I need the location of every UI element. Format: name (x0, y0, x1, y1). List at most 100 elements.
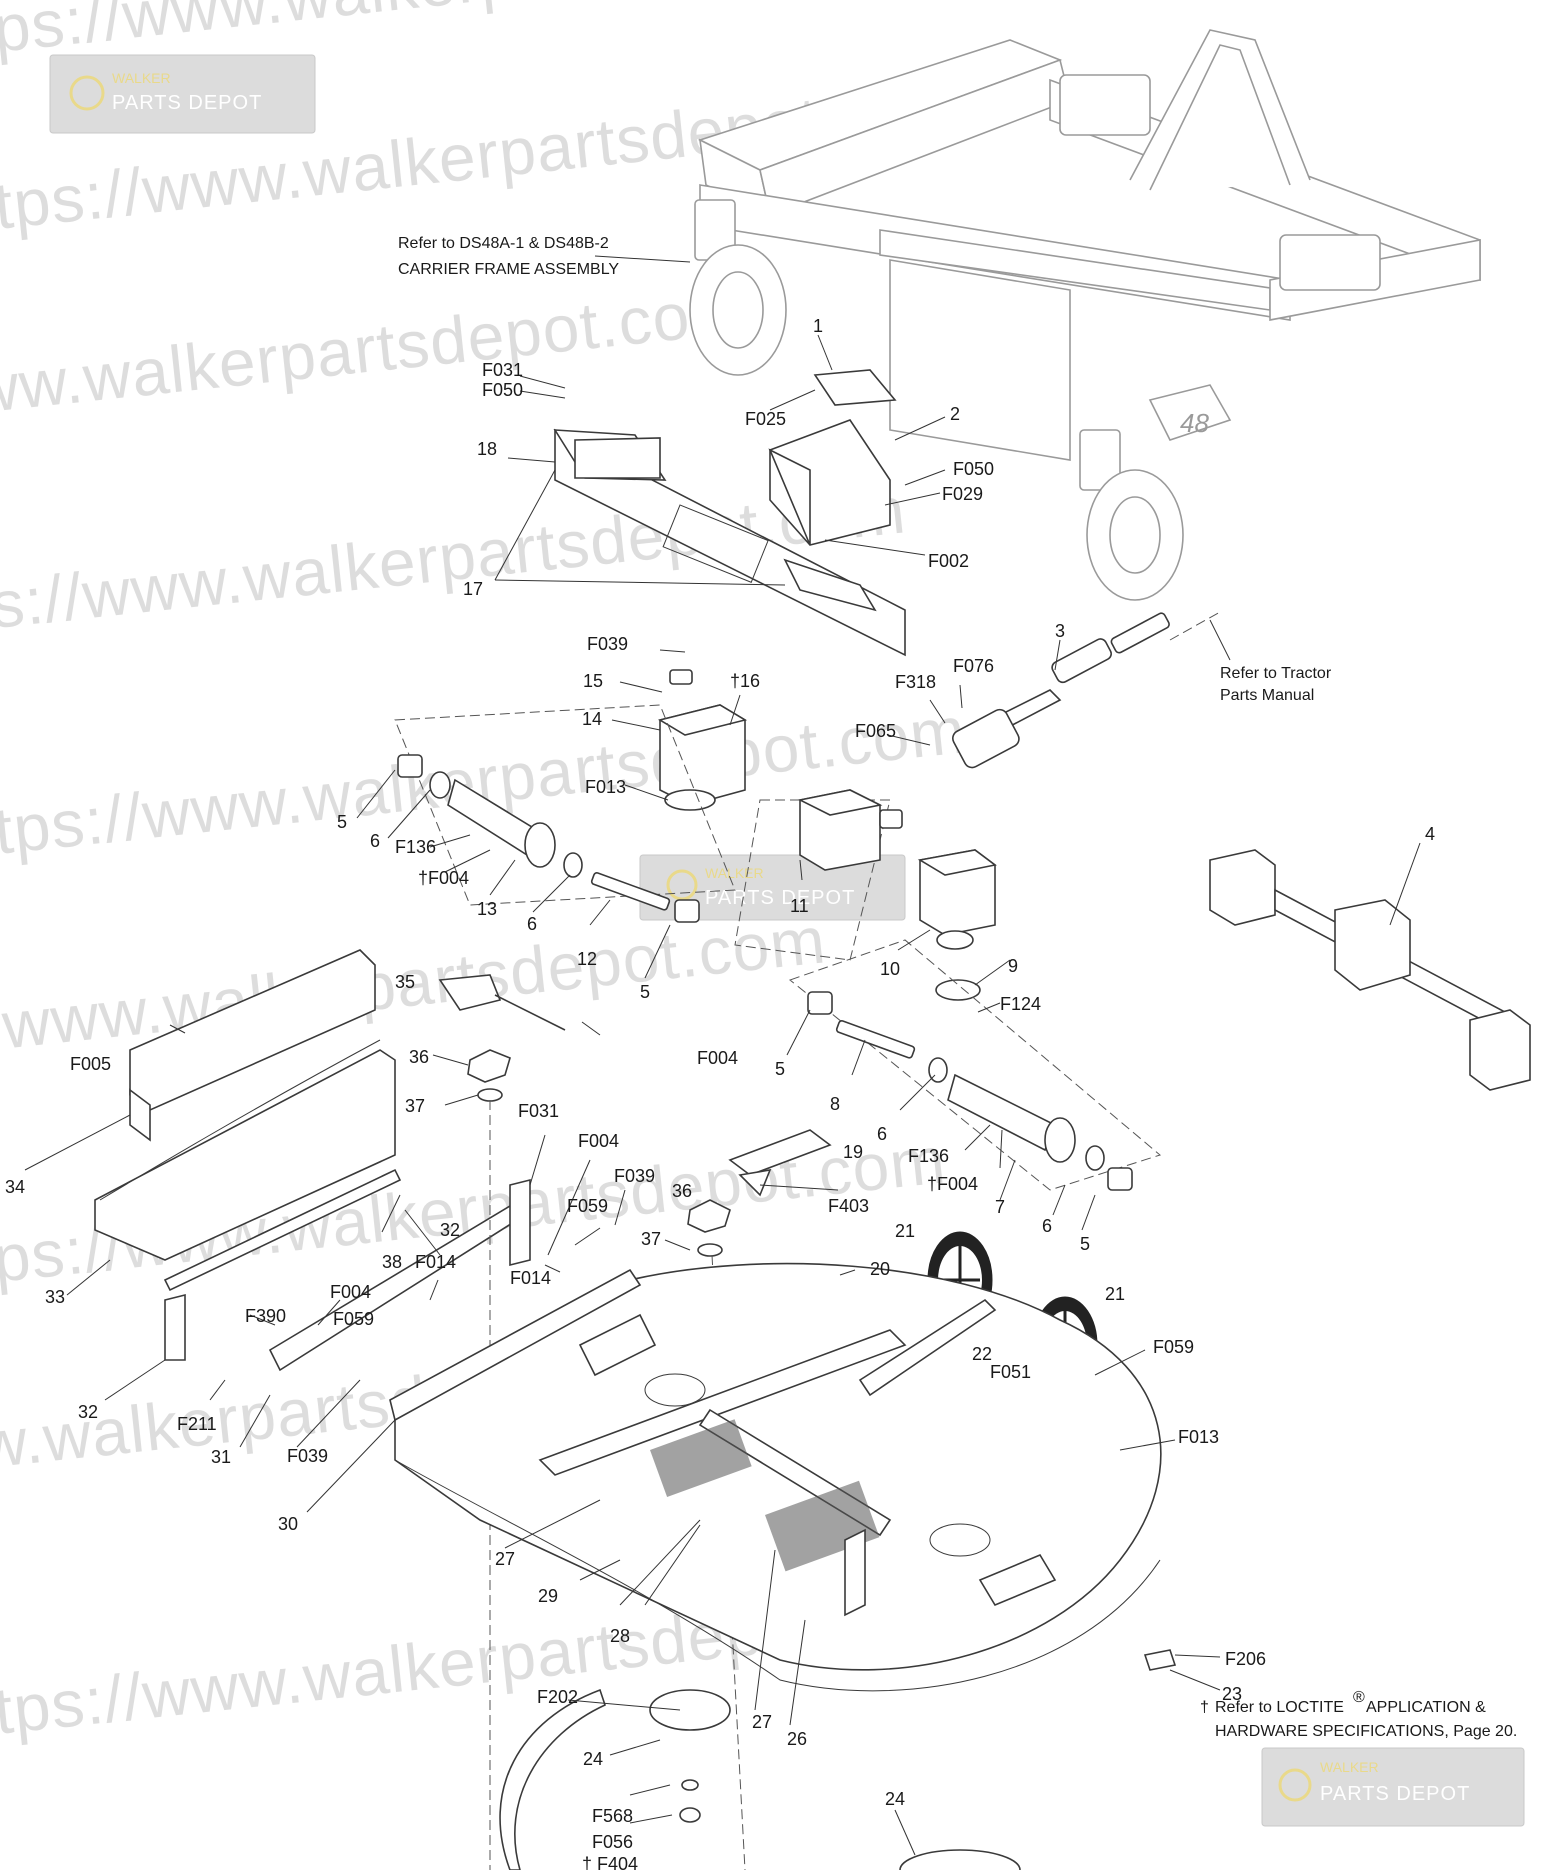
part-23-decal (1143, 1649, 1177, 1671)
callout-12: 12 (577, 949, 597, 969)
part-19-bracket (728, 1129, 832, 1197)
part-14-gearbox (657, 669, 748, 811)
callout-8: 8 (830, 1094, 840, 1114)
callout-f056: F056 (592, 1832, 633, 1852)
callout-6-b: 6 (527, 914, 537, 934)
callout-f025: F025 (745, 409, 786, 429)
callout-f013-a: F013 (585, 777, 626, 797)
callout-f050-b: F050 (953, 459, 994, 479)
badge-top-line1: WALKER (112, 70, 171, 86)
callout-36-a: 36 (409, 1047, 429, 1067)
watermark-badge-center: WALKER PARTS DEPOT (639, 854, 906, 921)
callout-29: 29 (538, 1586, 558, 1606)
watermark-url-3: https://www.walkerpartsdepot.com (0, 272, 749, 454)
callout-37-b: 37 (641, 1229, 661, 1249)
callout-38: 38 (382, 1252, 402, 1272)
callout-32-a: 32 (440, 1220, 460, 1240)
callout-33: 33 (45, 1287, 65, 1307)
callout-f005: F005 (70, 1054, 111, 1074)
part-11-gearbox (734, 789, 903, 961)
callout-f202: F202 (537, 1687, 578, 1707)
callout-2: 2 (950, 404, 960, 424)
callout-f031-a: F031 (482, 360, 523, 380)
callout-32-b: 32 (78, 1402, 98, 1422)
callout-6-a: 6 (370, 831, 380, 851)
callout-24-b: 24 (885, 1789, 905, 1809)
part-3-drive-shaft (952, 611, 1221, 769)
callout-20: 20 (870, 1259, 890, 1279)
callout-f568: F568 (592, 1806, 633, 1826)
loctite-ref-line1b: APPLICATION & (1366, 1699, 1486, 1716)
watermark-badge-top: WALKER PARTS DEPOT (49, 54, 316, 134)
loctite-ref-line2: HARDWARE SPECIFICATIONS, Page 20. (1215, 1723, 1517, 1740)
callout-f136-a: F136 (395, 837, 436, 857)
callout-35: 35 (395, 972, 415, 992)
callout-f004-e: F004 (330, 1282, 371, 1302)
callout-f050-a: F050 (482, 380, 523, 400)
callout-f002: F002 (928, 551, 969, 571)
callout-4: 4 (1425, 824, 1435, 844)
part-34-chute-upper (129, 949, 376, 1142)
part-38-bar (163, 1168, 402, 1361)
callout-f059-a: F059 (567, 1196, 608, 1216)
leader-lines (24, 255, 1421, 1856)
callout-f013-b: F013 (1178, 1427, 1219, 1447)
callout-f318: F318 (895, 672, 936, 692)
part-2-bracket (768, 419, 891, 546)
callout-f039-a: F039 (587, 634, 628, 654)
badge-center-line1: WALKER (705, 865, 764, 881)
callout-f029: F029 (942, 484, 983, 504)
watermark-badge-bottom: WALKER PARTS DEPOT (1261, 1747, 1525, 1827)
callout-f136-b: F136 (908, 1146, 949, 1166)
carrier-frame-ref-line2: CARRIER FRAME ASSEMBLY (398, 261, 619, 278)
callout-11: 11 (790, 896, 809, 916)
part-33-chute-lower (94, 1039, 396, 1261)
part-36-knob-b (687, 1199, 731, 1257)
callout-30: 30 (278, 1514, 298, 1534)
reference-notes: Refer to DS48A-1 & DS48B-2 CARRIER FRAME… (398, 235, 1517, 1740)
callout-9: 9 (1008, 956, 1018, 976)
shaft-group-right (788, 939, 1162, 1191)
callout-5-b: 5 (640, 982, 650, 1002)
callout-14: 14 (582, 709, 602, 729)
tractor-ref-line2: Parts Manual (1220, 687, 1314, 704)
callout-f206: F206 (1225, 1649, 1266, 1669)
callout-labels: 1 2 3 4 5 5 5 5 6 6 6 6 7 8 9 10 11 12 1… (5, 316, 1435, 1870)
callout-5-d: 5 (1080, 1234, 1090, 1254)
callout-5-c: 5 (775, 1059, 785, 1079)
callout-6-c: 6 (877, 1124, 887, 1144)
callout-f390: F390 (245, 1306, 286, 1326)
badge-bottom-line2: PARTS DEPOT (1320, 1783, 1470, 1805)
carrier-frame-reference: 48 (689, 29, 1481, 601)
callout-27-a: 27 (495, 1549, 515, 1569)
callout-f014-b: F014 (510, 1268, 551, 1288)
callout-3: 3 (1055, 621, 1065, 641)
callout-21-a: 21 (895, 1221, 915, 1241)
callout-f404: † F404 (582, 1854, 638, 1870)
loctite-registered-mark: ® (1353, 1689, 1365, 1706)
callout-f004-d: F004 (578, 1131, 619, 1151)
callout-15: 15 (583, 671, 603, 691)
callout-f403: F403 (828, 1196, 869, 1216)
callout-18: 18 (477, 439, 497, 459)
tractor-ref-line1: Refer to Tractor (1220, 665, 1332, 682)
callout-37-a: 37 (405, 1096, 425, 1116)
part-10-gearbox (917, 849, 997, 1001)
callout-7: 7 (995, 1197, 1005, 1217)
callout-f059-c: F059 (1153, 1337, 1194, 1357)
callout-23: 23 (1222, 1684, 1242, 1704)
badge-top-line2: PARTS DEPOT (112, 92, 262, 114)
callout-6-d: 6 (1042, 1216, 1052, 1236)
callout-16: †16 (730, 671, 760, 691)
callout-5-a: 5 (337, 812, 347, 832)
badge-bottom-line1: WALKER (1320, 1759, 1379, 1775)
part-1-plate (813, 369, 897, 406)
callout-27-b: 27 (752, 1712, 772, 1732)
loctite-ref-line1: Refer to LOCTITE (1215, 1699, 1344, 1716)
part-24-blade-guard (499, 1688, 1021, 1870)
callout-f076: F076 (953, 656, 994, 676)
carrier-frame-ref-line1: Refer to DS48A-1 & DS48B-2 (398, 235, 609, 252)
callout-19: 19 (843, 1142, 863, 1162)
shaft-group-left (394, 704, 736, 923)
